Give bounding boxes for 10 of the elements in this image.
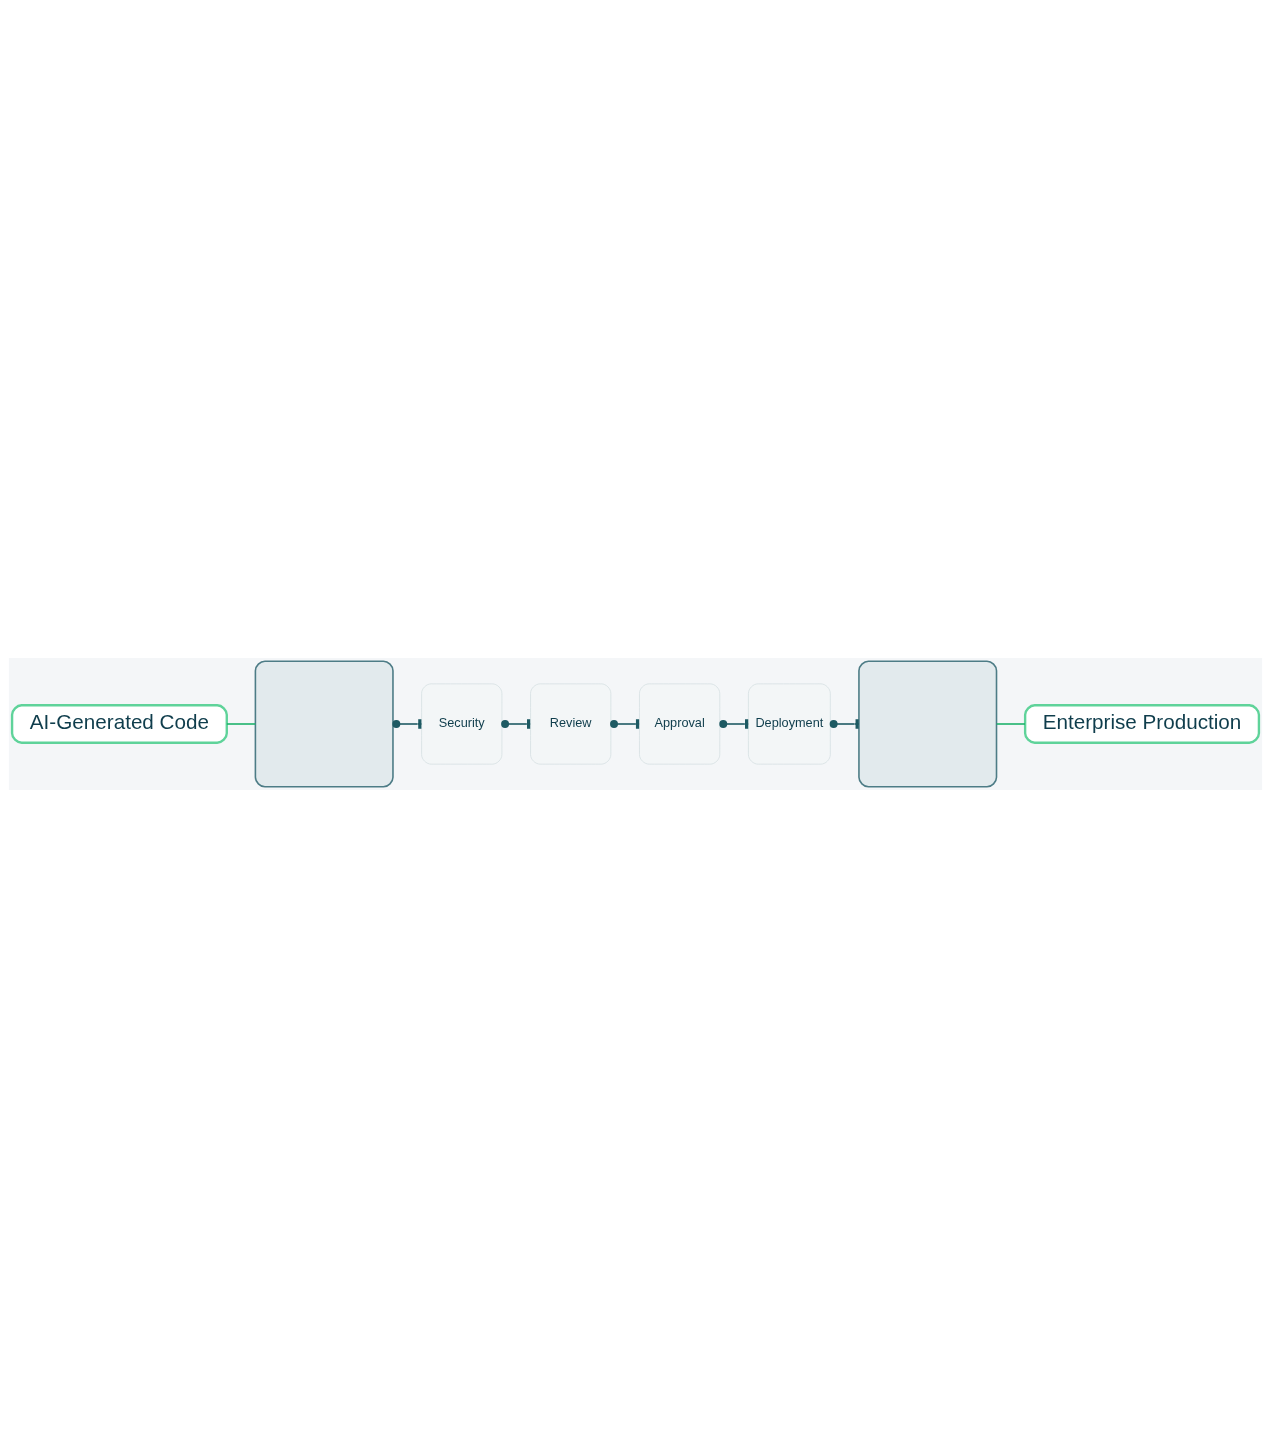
node-box: Approval: [639, 683, 721, 765]
node-box: Security: [421, 683, 503, 765]
node-box: AI-Generated Code: [10, 704, 228, 744]
node-box: [858, 660, 998, 788]
node-box: Deployment: [748, 683, 831, 765]
connector: [995, 723, 1026, 725]
node-box: Enterprise Production: [1023, 704, 1261, 744]
connector: [226, 723, 257, 725]
node-box: [254, 660, 394, 788]
node-box: Review: [530, 683, 612, 765]
